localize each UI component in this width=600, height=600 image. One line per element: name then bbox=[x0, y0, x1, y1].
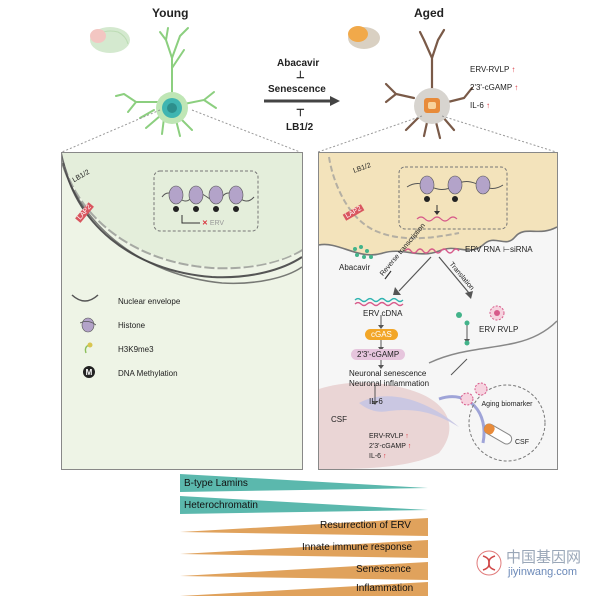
csf-marker-il6: IL-6 ↑ bbox=[369, 453, 387, 460]
cgas-badge: cGAS bbox=[365, 329, 398, 340]
legend-label-h3k9me3: H3K9me3 bbox=[118, 345, 154, 354]
erv-rvlp-label: ERV RVLP bbox=[479, 325, 519, 334]
abacavir-dots-icon bbox=[353, 245, 373, 259]
senescence-arrow bbox=[264, 96, 340, 106]
erv-rna-strand bbox=[404, 248, 460, 254]
aged-marker-il6: IL-6 ↑ bbox=[470, 101, 491, 110]
young-neuron-illustration bbox=[90, 27, 217, 137]
legend-label-nuclear-envelope: Nuclear envelope bbox=[118, 297, 181, 306]
cgamp-badge: 2'3'-cGAMP bbox=[351, 349, 406, 360]
neuronal-inflammation-label: Neuronal inflammation bbox=[349, 379, 430, 388]
center-senescence: Senescence bbox=[268, 84, 326, 95]
watermark-url: jiyinwang.com bbox=[508, 566, 578, 578]
legend-label-dna-methylation: DNA Methylation bbox=[118, 369, 178, 378]
aging-biomarker-label: Aging biomarker bbox=[481, 401, 533, 408]
neuronal-senescence-label: Neuronal senescence bbox=[349, 369, 427, 378]
nuclear-envelope-icon bbox=[71, 294, 99, 302]
center-abacavir: Abacavir bbox=[277, 58, 320, 69]
center-abacavir-inhibit-bar: ⊥ bbox=[296, 70, 305, 81]
csf-marker-ervrvlp: ERV-RVLP ↑ bbox=[369, 433, 409, 440]
trend-resurrection-erv: Resurrection of ERV bbox=[320, 520, 411, 531]
dna-methylation-icon: M bbox=[83, 366, 95, 378]
csf-tube-icon bbox=[483, 423, 513, 445]
young-erv-blocked: ✕ ERV bbox=[202, 220, 225, 227]
young-chromatin-zoom bbox=[161, 185, 255, 224]
erv-rna-label: ERV RNA bbox=[465, 245, 501, 254]
aged-brain-icon bbox=[348, 26, 380, 49]
trend-inflammation: Inflammation bbox=[356, 583, 414, 594]
legend: Nuclear envelope Histone H3K9me3 M DNA M… bbox=[70, 293, 290, 403]
young-header: Young bbox=[152, 6, 189, 20]
center-lb-inhibit-bar: ⊤ bbox=[296, 108, 305, 119]
aged-header: Aged bbox=[414, 6, 444, 20]
csf-marker-cgamp: 2'3'-cGAMP ↑ bbox=[369, 443, 412, 450]
young-brain-icon bbox=[90, 27, 130, 53]
inset-csf-label: CSF bbox=[515, 439, 529, 446]
legend-label-histone: Histone bbox=[118, 321, 146, 330]
aged-neuron-illustration bbox=[348, 26, 474, 140]
aged-nucleus-diagram bbox=[319, 153, 557, 469]
il6-label: IL-6 bbox=[369, 397, 383, 406]
abacavir-label: Abacavir bbox=[339, 263, 371, 272]
center-lb: LB1/2 bbox=[286, 122, 314, 133]
aged-marker-ervrvlp: ERV-RVLP ↑ bbox=[470, 65, 516, 74]
rvlp-particles bbox=[456, 305, 505, 406]
watermark-cn: 中国基因网 bbox=[506, 549, 582, 566]
aged-marker-cgamp: 2'3'-cGAMP ↑ bbox=[470, 83, 519, 92]
watermark-logo-icon bbox=[476, 550, 502, 576]
erv-cdna-strand bbox=[354, 297, 404, 307]
svg-text:M: M bbox=[86, 368, 93, 377]
sirna-label: ⊢siRNA bbox=[503, 245, 533, 254]
trend-heterochromatin: Heterochromatin bbox=[184, 500, 258, 511]
histone-icon bbox=[80, 317, 96, 333]
young-panel: LB1/2 LAP2 ✕ ERV Nuclear envelope Histon… bbox=[61, 152, 303, 470]
erv-cdna-label: ERV cDNA bbox=[363, 309, 403, 318]
trend-bars bbox=[180, 474, 428, 596]
h3k9me3-icon bbox=[84, 342, 93, 354]
aged-chromatin-zoom bbox=[406, 175, 504, 222]
trend-innate-immune: Innate immune response bbox=[302, 542, 413, 553]
trend-senescence: Senescence bbox=[356, 564, 412, 575]
trend-b-type-lamins: B-type Lamins bbox=[184, 478, 248, 489]
csf-label: CSF bbox=[331, 415, 347, 424]
young-nucleus-diagram bbox=[62, 153, 302, 469]
aged-panel: LB1/2 LAP2 ERV RNA ⊢siRNA Abacavir bbox=[318, 152, 558, 470]
